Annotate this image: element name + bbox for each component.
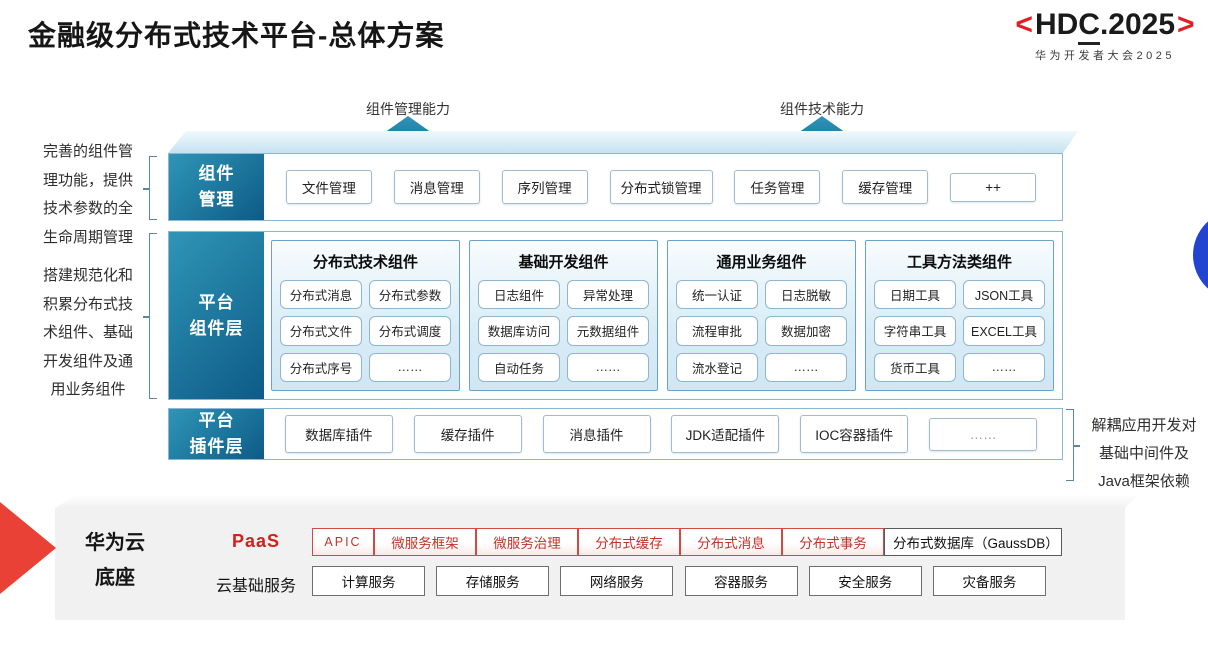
chip-ellipsis: ……: [929, 417, 1038, 451]
logo-text-2025: .2025: [1099, 8, 1176, 41]
chip-cache-mgmt: 缓存管理: [842, 170, 929, 204]
chip: 流程审批: [676, 316, 758, 346]
chip-storage-service: 存储服务: [436, 566, 550, 596]
logo-left-bracket-icon: <: [1015, 8, 1033, 41]
huawei-cloud-panel: [55, 508, 1125, 620]
platform-plugins-items: 数据库插件 缓存插件 消息插件 JDK适配插件 IOC容器插件 ……: [264, 409, 1058, 459]
left-bracket-row1: [143, 156, 157, 220]
chip-ellipsis: ……: [567, 352, 649, 382]
chip: 分布式参数: [369, 280, 451, 310]
chip-microservice-framework: 微服务框架: [374, 528, 476, 556]
note-component-mgmt: 完善的组件管 理功能，提供 技术参数的全 生命周期管理: [42, 143, 133, 246]
group-utility-tools: 工具方法类组件 日期工具 JSON工具 字符串工具 EXCEL工具 货币工具 ……: [865, 240, 1054, 391]
group-title: 工具方法类组件: [906, 254, 1012, 271]
hdc-wordmark: < HD C .2025 >: [1005, 8, 1205, 45]
chip-jdk-plugin: JDK适配插件: [671, 415, 780, 453]
chip-container-service: 容器服务: [684, 566, 798, 596]
chip: 日志组件: [478, 280, 560, 310]
group-distributed-tech: 分布式技术组件 分布式消息 分布式参数 分布式文件 分布式调度 分布式序号 ……: [271, 240, 460, 391]
red-arrow-icon: [0, 502, 56, 594]
mgmt-capability-label: 组件管理能力: [366, 101, 450, 117]
chip-task-mgmt: 任务管理: [734, 170, 821, 204]
chip-ioc-plugin: IOC容器插件: [800, 415, 909, 453]
cloud-base-services-label: 云基础服务: [215, 578, 296, 595]
group-title: 分布式技术组件: [312, 254, 418, 271]
chip-distributed-message: 分布式消息: [680, 528, 782, 556]
component-mgmt-row: 组件 管理 文件管理 消息管理 序列管理 分布式锁管理 任务管理 缓存管理 ++: [168, 153, 1063, 221]
chip-ellipsis: ……: [963, 352, 1045, 382]
tech-capability-label: 组件技术能力: [780, 101, 864, 117]
chip: 异常处理: [567, 280, 649, 310]
chip: 自动任务: [478, 352, 560, 382]
chip-file-mgmt: 文件管理: [285, 170, 372, 204]
chip-db-plugin: 数据库插件: [284, 415, 393, 453]
chip-ellipsis: ……: [765, 352, 847, 382]
component-mgmt-label: 组件 管理: [169, 154, 264, 220]
component-mgmt-items: 文件管理 消息管理 序列管理 分布式锁管理 任务管理 缓存管理 ++: [264, 154, 1058, 220]
chip: 统一认证: [676, 280, 758, 310]
group-title: 基础开发组件: [518, 254, 609, 271]
chip-cache-plugin: 缓存插件: [413, 415, 522, 453]
chip: 分布式序号: [280, 352, 362, 382]
platform-plugins-row: 平台 插件层 数据库插件 缓存插件 消息插件 JDK适配插件 IOC容器插件 ……: [168, 408, 1063, 460]
chip-security-service: 安全服务: [808, 566, 922, 596]
note-platform-components: 搭建规范化和 积累分布式技 术组件、基础 开发组件及通 用业务组件: [42, 267, 133, 398]
chip: 日志脱敏: [765, 280, 847, 310]
logo-text-c-underlined: C: [1078, 8, 1100, 45]
hdc-2025-logo: < HD C .2025 > 华为开发者大会2025: [1005, 8, 1205, 63]
logo-subtitle: 华为开发者大会2025: [1035, 50, 1175, 62]
platform-components-label: 平台 组件层: [169, 232, 264, 399]
chip-gaussdb: 分布式数据库（GaussDB）: [884, 528, 1062, 556]
chip-compute-service: 计算服务: [312, 566, 425, 596]
chip: 日期工具: [874, 280, 956, 310]
chip-distributed-transaction: 分布式事务: [782, 528, 884, 556]
huawei-cloud-base-label: 华为云 底座: [85, 532, 145, 589]
chip: 流水登记: [676, 352, 758, 382]
chip-distributed-cache: 分布式缓存: [578, 528, 680, 556]
right-bracket-plugins: [1066, 409, 1080, 481]
chip: 数据库访问: [478, 316, 560, 346]
page-title: 金融级分布式技术平台-总体方案: [28, 20, 445, 51]
chip-microservice-governance: 微服务治理: [476, 528, 578, 556]
chip-message-plugin: 消息插件: [542, 415, 651, 453]
logo-text-hd: HD: [1034, 8, 1079, 41]
chip-message-mgmt: 消息管理: [393, 170, 480, 204]
platform-top-face: [168, 131, 1078, 153]
note-decouple: 解耦应用开发对 基础中间件及 Java框架依赖: [1091, 417, 1197, 490]
cloud-base-services-items: 计算服务 存储服务 网络服务 容器服务 安全服务 灾备服务: [312, 566, 1046, 596]
chip: 货币工具: [874, 352, 956, 382]
logo-right-bracket-icon: >: [1177, 8, 1195, 41]
group-title: 通用业务组件: [716, 254, 807, 271]
chip-disaster-recovery-service: 灾备服务: [932, 566, 1046, 596]
chip-network-service: 网络服务: [560, 566, 674, 596]
chip: 分布式调度: [369, 316, 451, 346]
left-bracket-row2: [143, 233, 157, 399]
blue-circle-decoration: [1193, 210, 1208, 300]
chip-distributed-lock-mgmt: 分布式锁管理: [609, 170, 713, 204]
group-base-dev: 基础开发组件 日志组件 异常处理 数据库访问 元数据组件 自动任务 ……: [469, 240, 658, 391]
chip-plus-plus: ++: [950, 172, 1037, 202]
panel-top-face: [55, 496, 1137, 508]
chip: 分布式消息: [280, 280, 362, 310]
chip: 数据加密: [765, 316, 847, 346]
paas-items: APIC 微服务框架 微服务治理 分布式缓存 分布式消息 分布式事务 分布式数据…: [312, 528, 1062, 556]
chip-ellipsis: ……: [369, 352, 451, 382]
group-common-business: 通用业务组件 统一认证 日志脱敏 流程审批 数据加密 流水登记 ……: [667, 240, 856, 391]
chip: 分布式文件: [280, 316, 362, 346]
chip: 元数据组件: [567, 316, 649, 346]
chip-apic: APIC: [312, 528, 374, 556]
chip: 字符串工具: [874, 316, 956, 346]
platform-components-row: 平台 组件层 分布式技术组件 分布式消息 分布式参数 分布式文件 分布式调度 分…: [168, 231, 1063, 400]
chip: EXCEL工具: [963, 316, 1045, 346]
component-groups: 分布式技术组件 分布式消息 分布式参数 分布式文件 分布式调度 分布式序号 ………: [271, 240, 1054, 391]
paas-label: PaaS: [231, 531, 281, 551]
chip: JSON工具: [963, 280, 1045, 310]
chip-sequence-mgmt: 序列管理: [501, 170, 588, 204]
platform-plugins-label: 平台 插件层: [169, 409, 264, 459]
